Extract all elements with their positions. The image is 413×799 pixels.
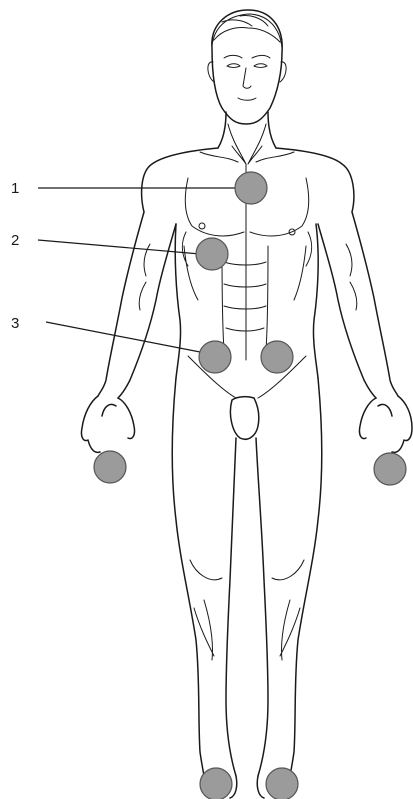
- human-figure: [81, 10, 412, 798]
- marker-right-foot: [266, 768, 298, 799]
- leader-line-3: [46, 322, 200, 352]
- right-leg: [256, 378, 322, 786]
- right-knee: [272, 560, 304, 660]
- label-2: 2: [11, 232, 19, 249]
- label-1: 1: [11, 180, 19, 197]
- left-knee: [190, 560, 222, 660]
- torso-sides: [175, 224, 318, 378]
- marker-chest: [235, 172, 267, 204]
- left-hand: [81, 396, 134, 452]
- right-arm-muscle: [346, 244, 357, 310]
- label-3: 3: [11, 315, 19, 332]
- clavicles: [200, 152, 294, 162]
- marker-right-hand: [374, 453, 406, 485]
- left-arm: [98, 212, 176, 398]
- marker-right-abdomen: [261, 341, 293, 373]
- left-nipple: [199, 223, 205, 229]
- marker-left-abdomen: [199, 341, 231, 373]
- genitals: [230, 397, 258, 440]
- left-leg: [172, 378, 236, 786]
- left-arm-muscle: [139, 244, 150, 310]
- right-hand: [359, 396, 412, 452]
- right-arm: [318, 212, 398, 398]
- neck-muscles: [228, 124, 266, 164]
- marker-left-hand: [94, 451, 126, 483]
- marker-left-chest-lower: [196, 238, 228, 270]
- marker-left-foot: [200, 768, 232, 799]
- abdominals: [222, 246, 268, 350]
- head: [212, 10, 282, 124]
- electrode-markers: [94, 172, 406, 799]
